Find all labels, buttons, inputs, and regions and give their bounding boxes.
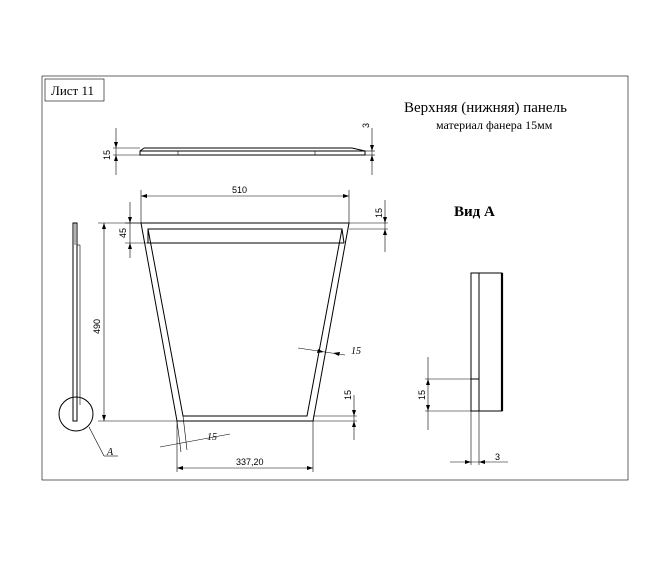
top-side-view: [113, 128, 375, 175]
dim-bottom-width: 337,20: [236, 457, 264, 467]
dim-top-width: 510: [232, 185, 247, 195]
dim-detail-step: 3: [495, 452, 500, 462]
drawing-title: Верхняя (нижняя) панель: [404, 100, 567, 116]
main-panel: [140, 222, 350, 422]
dim-bottom-thickness-right: 15: [343, 390, 353, 400]
dim-top-strip: 45: [118, 228, 128, 238]
sheet-label: Лист 11: [51, 83, 94, 98]
drawing-subtitle: материал фанера 15мм: [436, 118, 553, 132]
dim-detail-thickness: 15: [417, 390, 427, 400]
view-a-label: Вид А: [454, 204, 495, 220]
dim-diag-thickness: 15: [351, 346, 361, 357]
sheet-frame: [41, 75, 629, 481]
dim-side-view-step: 3: [361, 123, 371, 128]
view-a-detail: [470, 272, 504, 465]
dim-top-thickness: 15: [374, 208, 384, 218]
sheet-label-box: [44, 78, 105, 102]
dim-side-top-thickness: 15: [102, 150, 112, 160]
left-side-view: [58, 222, 118, 457]
dim-bottom-thickness-left: 15: [207, 432, 217, 443]
detail-callout-letter: А: [106, 447, 114, 458]
dim-height: 490: [92, 319, 102, 334]
detail-callout-circle: [58, 396, 94, 432]
